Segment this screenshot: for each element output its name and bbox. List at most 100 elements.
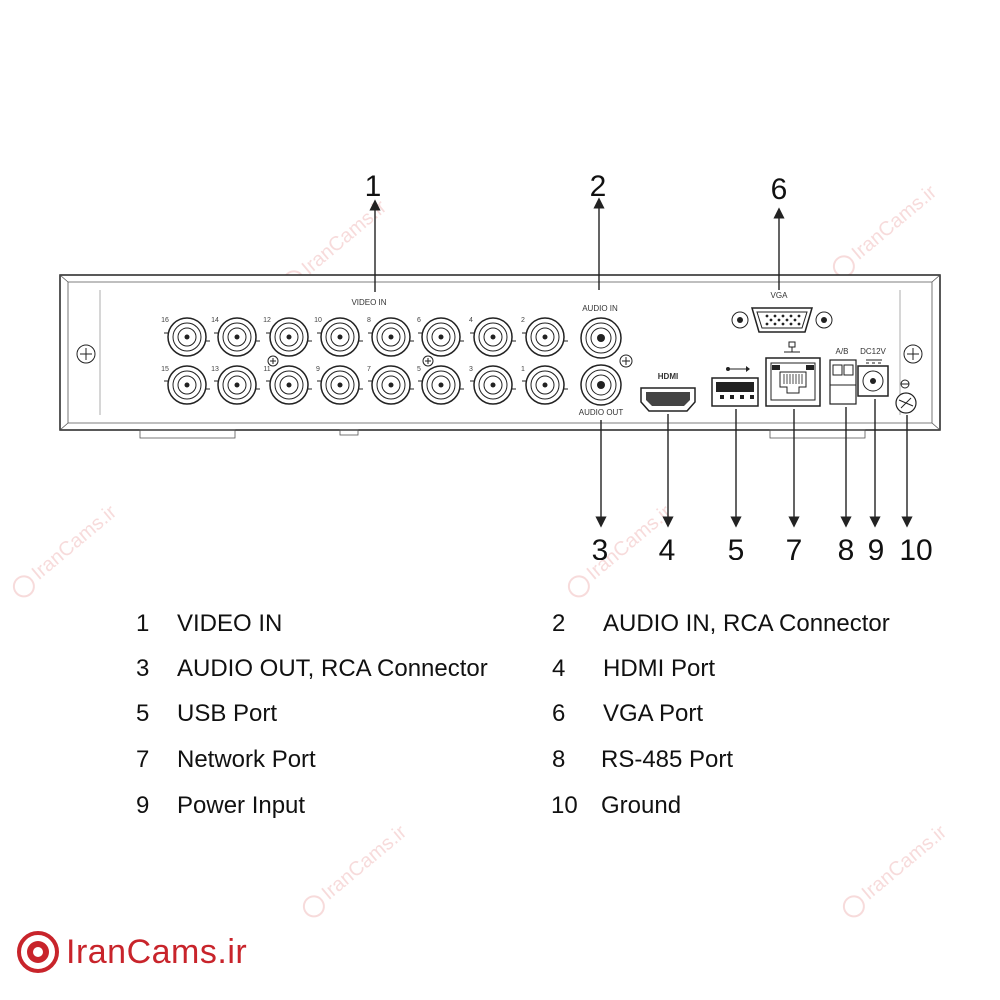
watermark: IranCams.ir <box>838 821 952 922</box>
chassis <box>59 274 941 439</box>
legend-row: 7 Network Port 8 RS-485 Port <box>0 746 1000 786</box>
audio-out-rca-port <box>580 364 622 406</box>
bnc-connector <box>418 317 464 357</box>
vga-port <box>731 307 833 333</box>
callout-number-3: 3 <box>592 534 609 560</box>
legend-row: 9 Power Input 10 Ground <box>0 792 1000 832</box>
screw-icon <box>422 355 434 367</box>
legend-row: 1 VIDEO IN 2 AUDIO IN, RCA Connector <box>0 610 1000 650</box>
bnc-connector <box>368 365 414 405</box>
legend-number: 6 <box>552 700 566 727</box>
power-icon <box>866 359 882 364</box>
bnc-connector <box>317 365 363 405</box>
bnc-connector <box>164 317 210 357</box>
callout-number-7: 7 <box>786 534 803 560</box>
legend-text: RS-485 Port <box>601 746 734 773</box>
legend-text: VGA Port <box>603 700 704 727</box>
bnc-channel-number: 14 <box>211 317 219 324</box>
callout-number-10: 10 <box>899 534 932 560</box>
network-icon <box>784 341 800 353</box>
bnc-connector <box>470 317 516 357</box>
legend-text: HDMI Port <box>603 655 716 682</box>
callout-number-1: 1 <box>365 170 382 203</box>
bnc-connector <box>164 365 210 405</box>
usb-icon <box>726 366 750 372</box>
bnc-channel-number: 9 <box>316 366 320 373</box>
brand-logo: IranCams.ir <box>16 931 248 973</box>
video-in-bnc-group: 16 14 12 10 8 6 4 2 15 13 11 9 7 5 3 1 <box>161 317 568 405</box>
callout-number-6: 6 <box>771 173 788 206</box>
bnc-connector <box>368 317 414 357</box>
callout-number-5: 5 <box>728 534 745 560</box>
legend-number: 10 <box>551 792 578 819</box>
screw-icon <box>267 355 279 367</box>
screw-icon <box>76 344 96 364</box>
legend-number: 4 <box>552 655 566 682</box>
bnc-channel-number: 6 <box>417 317 421 324</box>
legend-row: 5 USB Port 6 VGA Port <box>0 700 1000 740</box>
hdmi-port <box>640 387 696 412</box>
power-dc-jack <box>857 365 889 397</box>
callout-number-4: 4 <box>659 534 676 560</box>
legend-text: VIDEO IN <box>177 610 283 637</box>
bnc-channel-number: 16 <box>161 317 169 324</box>
audio-in-rca-port <box>580 317 622 359</box>
bnc-channel-number: 5 <box>417 366 421 373</box>
legend-row: 3 AUDIO OUT, RCA Connector 4 HDMI Port <box>0 655 1000 695</box>
bnc-connector <box>522 365 568 405</box>
bnc-channel-number: 11 <box>263 366 270 373</box>
ground-icon <box>900 379 910 389</box>
bnc-connector <box>214 317 260 357</box>
bnc-channel-number: 1 <box>521 366 525 373</box>
bnc-connector <box>418 365 464 405</box>
bnc-connector <box>522 317 568 357</box>
callout-number-8: 8 <box>838 534 855 560</box>
hdmi-panel-label: HDMI <box>658 372 678 381</box>
irancams-logo-icon <box>17 931 59 973</box>
bnc-connector <box>317 317 363 357</box>
brand-name: IranCams.ir <box>66 932 248 971</box>
legend-text: AUDIO OUT, RCA Connector <box>177 655 488 682</box>
bnc-channel-number: 8 <box>367 317 371 324</box>
dc-panel-label: DC12V <box>860 347 886 356</box>
bnc-connector <box>470 365 516 405</box>
bnc-channel-number: 4 <box>469 317 473 324</box>
legend-number: 5 <box>136 700 150 727</box>
bnc-connector <box>214 365 260 405</box>
bnc-channel-number: 2 <box>521 317 525 324</box>
audio-in-panel-label: AUDIO IN <box>582 304 618 313</box>
audio-out-panel-label: AUDIO OUT <box>579 408 624 417</box>
bnc-channel-number: 12 <box>263 317 271 324</box>
bnc-channel-number: 13 <box>211 366 219 373</box>
legend-number: 9 <box>136 792 150 819</box>
legend-text: Network Port <box>177 746 316 773</box>
network-rj45-port <box>765 357 821 407</box>
ground-screw <box>895 392 917 414</box>
usb-port <box>711 377 759 407</box>
rs485-terminal <box>829 359 857 405</box>
legend-number: 3 <box>136 655 150 682</box>
bnc-channel-number: 10 <box>314 317 322 324</box>
screw-icon <box>903 344 923 364</box>
vga-panel-label: VGA <box>771 291 789 300</box>
legend-number: 8 <box>552 746 566 773</box>
bnc-connector <box>266 365 312 405</box>
legend-text: Ground <box>601 792 682 819</box>
legend-text: AUDIO IN, RCA Connector <box>603 610 890 637</box>
watermark: IranCams.ir <box>298 821 412 922</box>
screw-icon <box>619 354 633 368</box>
video-in-panel-label: VIDEO IN <box>351 298 386 307</box>
legend-number: 7 <box>136 746 150 773</box>
ab-panel-label: A/B <box>836 347 849 356</box>
callout-number-9: 9 <box>868 534 885 560</box>
bnc-channel-number: 3 <box>469 366 473 373</box>
bnc-channel-number: 15 <box>161 366 169 373</box>
legend-number: 2 <box>552 610 566 637</box>
bnc-connector <box>266 317 312 357</box>
callout-number-2: 2 <box>590 170 607 203</box>
legend-text: USB Port <box>177 700 278 727</box>
bnc-channel-number: 7 <box>367 366 371 373</box>
legend-text: Power Input <box>177 792 306 819</box>
legend-number: 1 <box>136 610 150 637</box>
